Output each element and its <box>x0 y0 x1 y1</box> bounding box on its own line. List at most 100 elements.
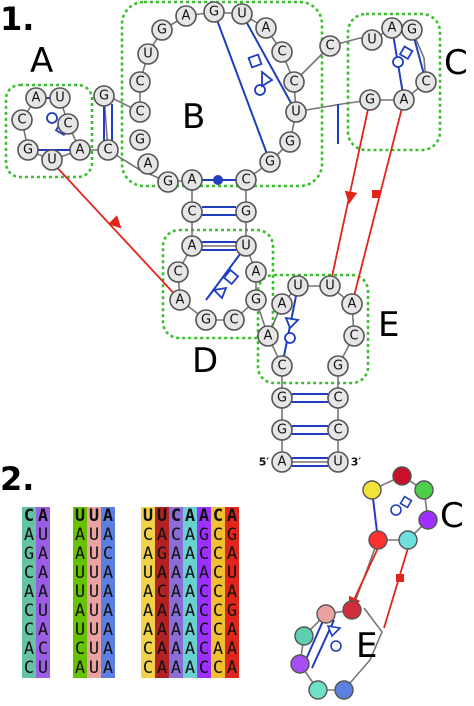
alignment-cell: A <box>37 620 49 640</box>
nucleotide-m2: G <box>235 201 257 223</box>
svg-text:C: C <box>63 117 72 132</box>
nucleotide-c6: A <box>393 89 415 111</box>
region-box-b <box>120 0 324 188</box>
mini-structure-node <box>290 654 310 674</box>
svg-text:A: A <box>176 293 185 308</box>
alignment-cell: U <box>74 563 86 583</box>
alignment-cell: A <box>198 563 210 583</box>
svg-text:U: U <box>241 239 251 254</box>
alignment-cell: C <box>37 639 49 659</box>
alignment-cell: A <box>74 601 86 621</box>
nucleotide-a6: U <box>41 149 63 171</box>
region-box-c <box>346 12 442 152</box>
nucleotide-a5: G <box>17 139 39 161</box>
svg-text:U: U <box>325 279 335 294</box>
alignment-cell: C <box>198 544 210 564</box>
alignment-cell: U <box>37 601 49 621</box>
svg-text:U: U <box>367 33 377 48</box>
alignment-cell: A <box>102 639 114 659</box>
alignment-cell: A <box>156 563 168 583</box>
alignment-cell: A <box>184 582 196 602</box>
alignment-cell: A <box>198 506 210 526</box>
alignment-cell: A <box>156 639 168 659</box>
mini-structure-node <box>342 600 362 620</box>
svg-text:G: G <box>241 205 251 220</box>
alignment-cell: A <box>142 582 154 602</box>
alignment-cell: U <box>74 582 86 602</box>
svg-text:C: C <box>103 143 112 158</box>
alignment-cell: C <box>142 639 154 659</box>
alignment-cell: A <box>37 544 49 564</box>
mini-structure-node <box>362 480 382 500</box>
nucleotide-a1: C <box>11 109 33 131</box>
mini-structure-node <box>398 530 418 550</box>
svg-text:A: A <box>278 455 287 470</box>
panel-label-2: 2. <box>0 460 34 498</box>
region-label-b: B <box>182 97 205 137</box>
alignment-cell: U <box>226 563 238 583</box>
nucleotide-d4: A <box>169 289 191 311</box>
svg-text:A: A <box>144 157 153 172</box>
alignment-cell: A <box>74 658 86 678</box>
alignment-cell: C <box>170 525 182 545</box>
alignment-cell: G <box>156 544 168 564</box>
nucleotide-s1: G <box>93 85 115 107</box>
alignment-cell: G <box>23 544 35 564</box>
alignment-cell: A <box>226 639 238 659</box>
alignment-cell: A <box>156 525 168 545</box>
svg-text:U: U <box>143 47 153 62</box>
nucleotide-b9: C <box>283 71 305 93</box>
alignment-cell: A <box>170 582 182 602</box>
nucleotide-d7: C <box>223 309 245 331</box>
nucleotide-b1: C <box>129 71 151 93</box>
alignment-cell: A <box>156 601 168 621</box>
nucleotide-e1: U <box>287 275 309 297</box>
svg-text:C: C <box>17 113 26 128</box>
nucleotide-b7: A <box>255 17 277 39</box>
alignment-cell: A <box>170 601 182 621</box>
nucleotides: C A U A G U C G C C U G A G U A C C U G … <box>11 1 437 473</box>
svg-text:G: G <box>99 89 109 104</box>
alignment-cell: A <box>184 639 196 659</box>
backbone-loop-e <box>255 285 355 463</box>
svg-text:C: C <box>241 173 250 188</box>
svg-text:C: C <box>135 105 144 120</box>
region-label-d: D <box>192 341 218 381</box>
alignment-cell: U <box>156 506 168 526</box>
svg-text:A: A <box>348 297 357 312</box>
mini-structure <box>299 475 429 691</box>
nucleotide-t3: A <box>271 451 293 473</box>
alignment-cell: C <box>212 544 224 564</box>
alignment-cell: A <box>156 658 168 678</box>
nucleotide-b17: G <box>129 129 151 151</box>
alignment-cell: A <box>37 582 49 602</box>
svg-text:U: U <box>55 91 65 106</box>
alignment-cell: U <box>142 563 154 583</box>
three-prime-label: 3′ <box>351 456 362 469</box>
svg-text:A: A <box>188 173 197 188</box>
svg-text:C: C <box>325 39 334 54</box>
svg-text:C: C <box>333 423 342 438</box>
nucleotide-e2: U <box>319 275 341 297</box>
svg-text:A: A <box>32 91 41 106</box>
alignment-cell: U <box>88 563 100 583</box>
mini-structure-node <box>308 680 328 700</box>
alignment-cell: A <box>142 620 154 640</box>
alignment-cell: C <box>198 620 210 640</box>
mini-structure-node <box>334 680 354 700</box>
region-box-a <box>4 83 94 179</box>
svg-text:C: C <box>135 75 144 90</box>
nucleotide-a2: A <box>25 87 47 109</box>
alignment-cell: A <box>226 506 238 526</box>
mini-structure-node <box>368 530 388 550</box>
alignment-cell: A <box>102 658 114 678</box>
nucleotide-e6: C <box>271 355 293 377</box>
mini-region-label-e: E <box>356 626 378 666</box>
alignment-cell: U <box>88 601 100 621</box>
alignment-cell: A <box>142 601 154 621</box>
svg-text:C: C <box>277 45 286 60</box>
